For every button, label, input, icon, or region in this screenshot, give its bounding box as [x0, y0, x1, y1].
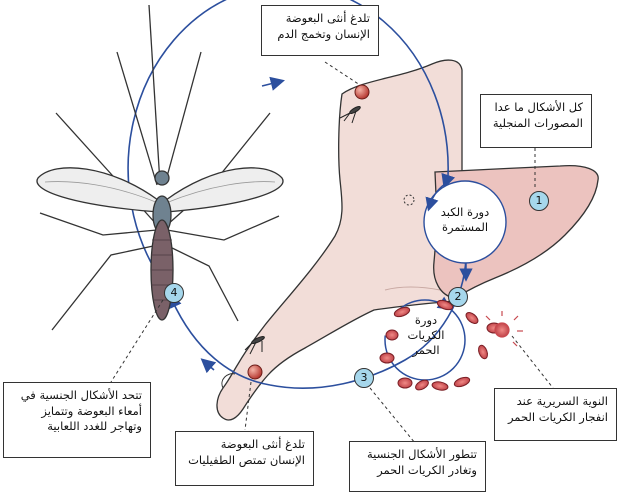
callout-mosquito-ingests-parasites: تلدغ أنثى البعوضة الإنسان تمتص الطفيليات	[175, 431, 314, 486]
blood-cycle-label-line: الحمر	[412, 342, 440, 357]
blood-cycle-label-line: الكريات	[407, 327, 445, 342]
callout-mosquito-bite-infects: تلدغ أنثى البعوضة الإنسان وتخمج الدم	[261, 5, 379, 56]
callout-line: أمعاء البعوضة وتتمايز	[41, 403, 142, 418]
callout-line: تتحد الأشكال الجنسية في	[20, 388, 142, 402]
callout-line: وتهاجر للغدد اللعابية	[47, 419, 142, 434]
biting-mosquito-top	[339, 106, 361, 124]
callout-gametocytes-develop: تتطور الأشكال الجنسية وتغادر الكريات الح…	[349, 441, 486, 492]
blood-cycle-label: دورة الكريات الحمر	[400, 313, 452, 358]
parasite-markers	[247, 84, 370, 380]
mosquito-illustration	[36, 4, 284, 331]
callout-line: الإنسان تمتص الطفيليات	[188, 452, 305, 467]
callout-line: تلدغ أنثى البعوضة	[220, 437, 305, 451]
blood-cycle-label-line: دورة	[414, 313, 438, 327]
stage-1-badge: 1	[529, 191, 549, 211]
callout-line: الإنسان وتخمج الدم	[277, 26, 370, 41]
callout-line: النوية السريرية عند	[516, 394, 608, 408]
callout-liver-stages: كل الأشكال ما عدا المصورات المنجلية	[480, 94, 592, 148]
biting-mosquito-arm	[244, 336, 265, 355]
callout-line: تلدغ أنثى البعوضة	[285, 11, 370, 25]
callout-line: المصورات المنجلية	[492, 115, 583, 130]
callout-line: انفجار الكريات الحمر	[507, 409, 608, 424]
liver-cycle-label-line: دورة الكبد	[440, 205, 490, 219]
callout-line: تتطور الأشكال الجنسية	[367, 447, 477, 461]
callout-line: وتغادر الكريات الحمر	[377, 462, 477, 477]
stage-4-badge: 4	[164, 283, 184, 303]
callout-sexual-forms-in-mosquito: تتحد الأشكال الجنسية في أمعاء البعوضة وت…	[3, 382, 151, 458]
rupturing-cell	[485, 311, 523, 347]
liver-cycle-label-line: المستمرة	[441, 219, 489, 234]
callout-line: كل الأشكال ما عدا	[494, 100, 583, 114]
liver-cycle-circle	[423, 180, 507, 282]
callout-rupture-paroxysm: النوية السريرية عند انفجار الكريات الحمر	[494, 388, 617, 441]
callout-leaders	[110, 61, 554, 444]
liver-cycle-label: دورة الكبد المستمرة	[428, 205, 502, 235]
stage-2-badge: 2	[448, 287, 468, 307]
stage-3-badge: 3	[354, 368, 374, 388]
